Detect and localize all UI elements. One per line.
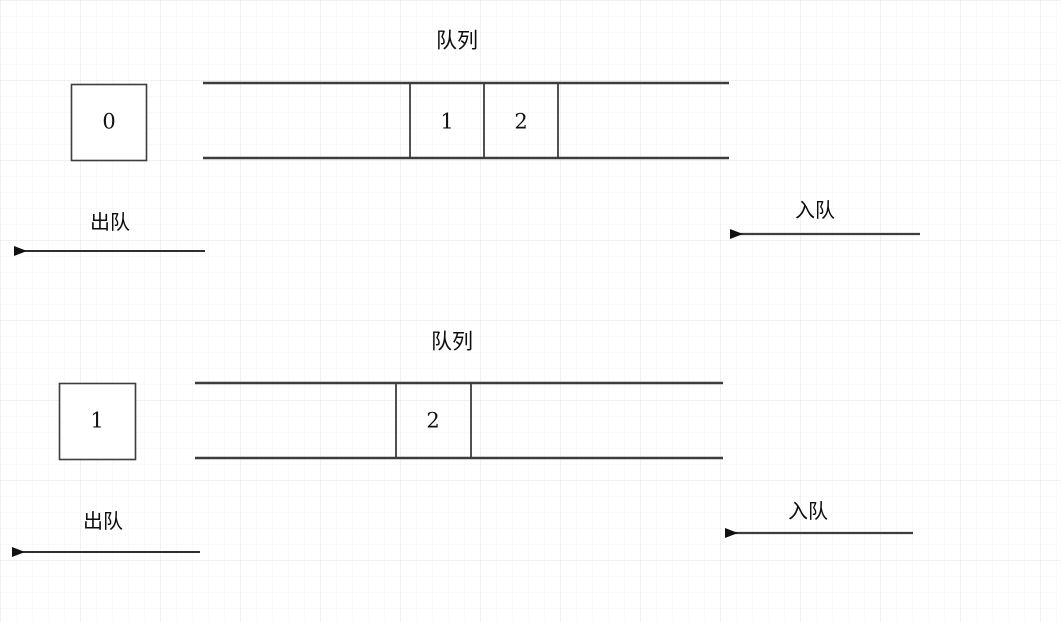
dequeued-value-bottom: 1 [90,408,104,433]
dequeue-label-top: 出队 [90,210,130,234]
queue-title-top: 队列 [436,28,478,53]
dequeue-label-bottom: 出队 [83,509,123,533]
dequeued-box-top [70,83,148,162]
queue-cell-value-top-2: 2 [514,109,528,134]
enqueue-label-bottom: 入队 [788,499,828,523]
enqueue-label-top: 入队 [795,198,835,222]
queue-cell-value-top-1: 1 [440,109,454,134]
queue-title-bottom: 队列 [431,329,473,354]
dequeued-value-top: 0 [102,109,116,134]
dequeued-box-bottom [58,382,137,461]
queue-cell-value-bottom-1: 2 [426,408,440,433]
